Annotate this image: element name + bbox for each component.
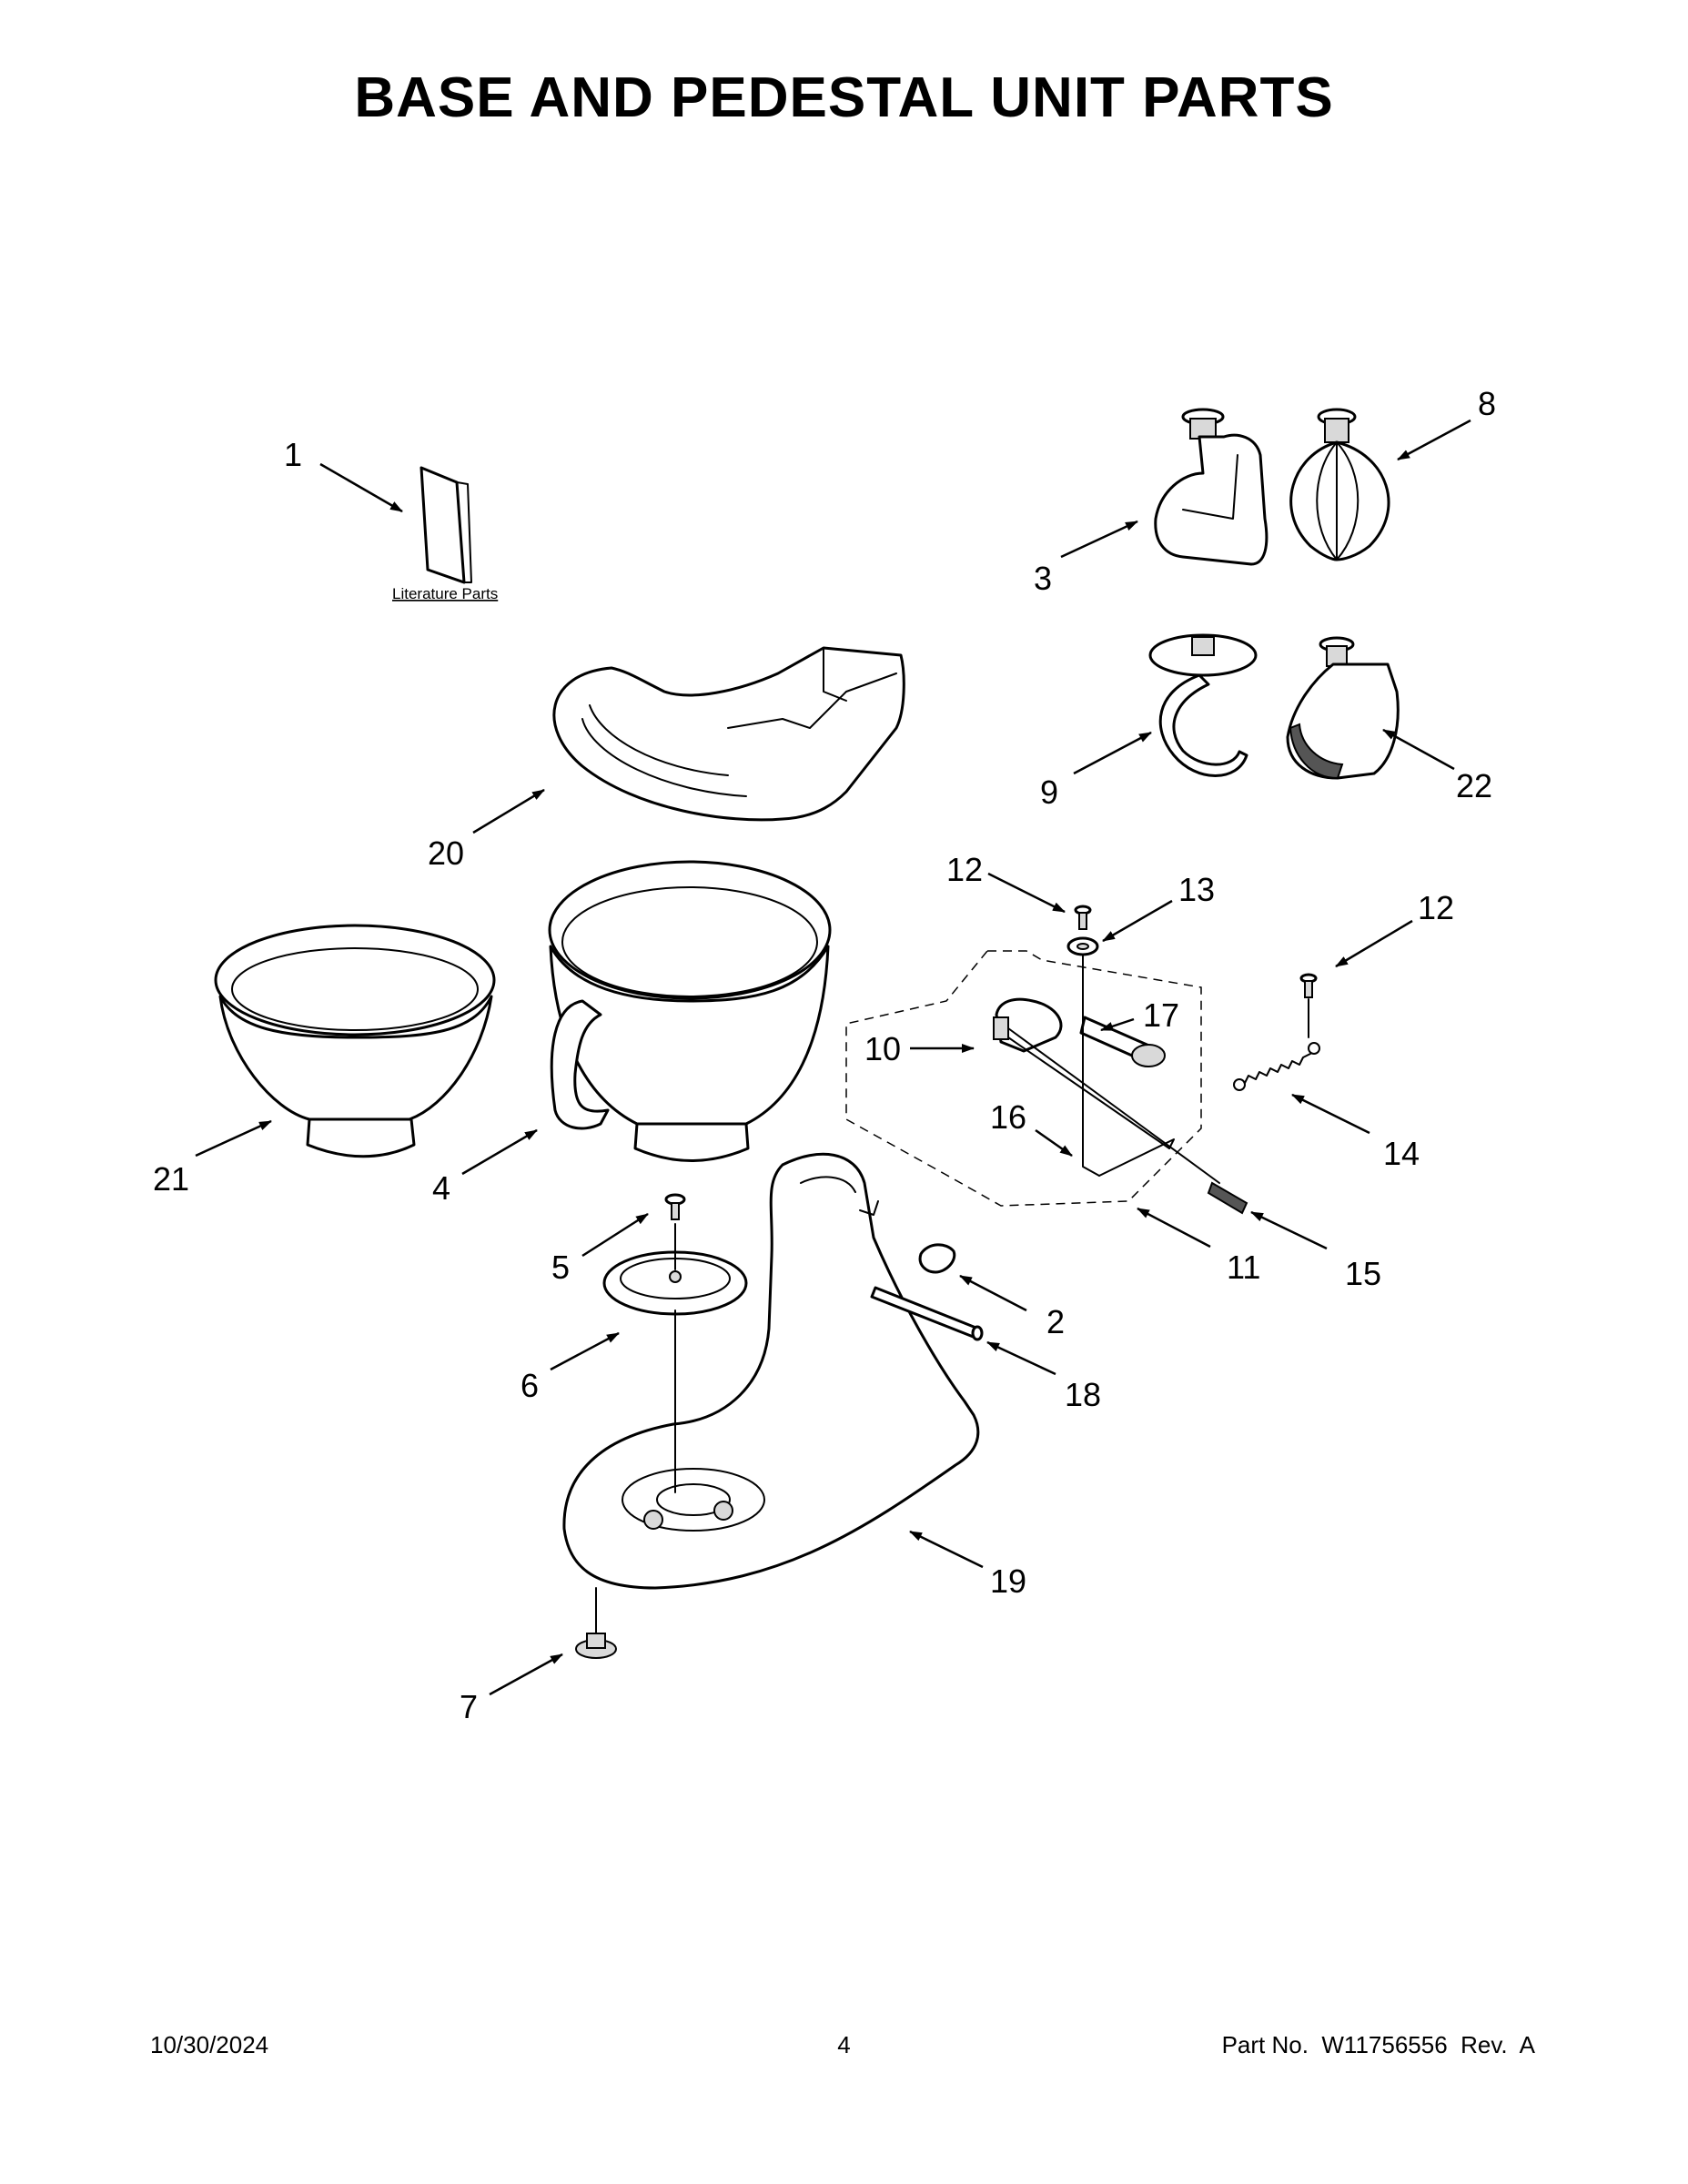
callout-22: 22: [1456, 767, 1492, 804]
hinge-pin: [870, 1286, 984, 1341]
callout-9: 9: [1040, 774, 1058, 811]
washer: [1066, 936, 1099, 956]
callout-2: 2: [1046, 1303, 1065, 1340]
callout-20: 20: [428, 834, 464, 872]
footer-part-number: Part No. W11756556 Rev. A: [1221, 2031, 1535, 2058]
stainless-bowl: [548, 860, 832, 1162]
callout-8: 8: [1478, 385, 1496, 422]
callout-18: 18: [1065, 1376, 1101, 1413]
dough-hook: [1148, 633, 1258, 777]
callout-5: 5: [551, 1249, 570, 1286]
pouring-shield: [552, 646, 905, 822]
callout-11: 11: [1227, 1249, 1260, 1286]
callout-12a: 12: [946, 851, 983, 888]
callout-15: 15: [1345, 1255, 1381, 1292]
callout-7: 7: [460, 1688, 478, 1725]
clamp-screw: [664, 1193, 686, 1270]
assembly-group-outline: [845, 950, 1202, 1207]
callout-19: 19: [990, 1562, 1026, 1600]
callout-numbers: 1 8 3 9 22 20 12 13 12 17 10 16 14 21 4 …: [153, 385, 1496, 1725]
pin-cap: [918, 1243, 956, 1274]
glass-bowl: [214, 924, 496, 1158]
flex-edge-beater: [1286, 636, 1400, 780]
lever-screw: [1074, 905, 1092, 930]
wire-whip: [1289, 408, 1390, 561]
callout-16: 16: [990, 1098, 1026, 1136]
flat-beater: [1154, 408, 1269, 566]
tension-spring: [1233, 1042, 1320, 1091]
lock-lever-bracket: [993, 997, 1063, 1053]
literature-parts-label: Literature Parts: [392, 585, 498, 602]
callout-13: 13: [1178, 871, 1215, 908]
callout-17: 17: [1143, 996, 1179, 1034]
pedestal-base: [562, 1152, 980, 1590]
leader-lines: [195, 419, 1471, 1696]
callout-21: 21: [153, 1160, 189, 1198]
callout-1: 1: [284, 436, 302, 473]
callout-4: 4: [432, 1169, 450, 1207]
callout-10: 10: [864, 1030, 901, 1067]
footer-page-number: 4: [837, 2031, 851, 2058]
callout-6: 6: [521, 1367, 539, 1404]
callout-3: 3: [1034, 560, 1052, 597]
literature-booklet: [419, 466, 472, 584]
callout-12b: 12: [1418, 889, 1454, 926]
page-title: BASE AND PEDESTAL UNIT PARTS: [354, 66, 1334, 129]
callout-14: 14: [1383, 1135, 1420, 1172]
spring-screw: [1299, 973, 1318, 1038]
spring-pin: [1207, 1181, 1248, 1215]
footer-date: 10/30/2024: [150, 2031, 269, 2058]
rubber-foot: [575, 1587, 617, 1659]
lock-rod: [1007, 955, 1220, 1184]
